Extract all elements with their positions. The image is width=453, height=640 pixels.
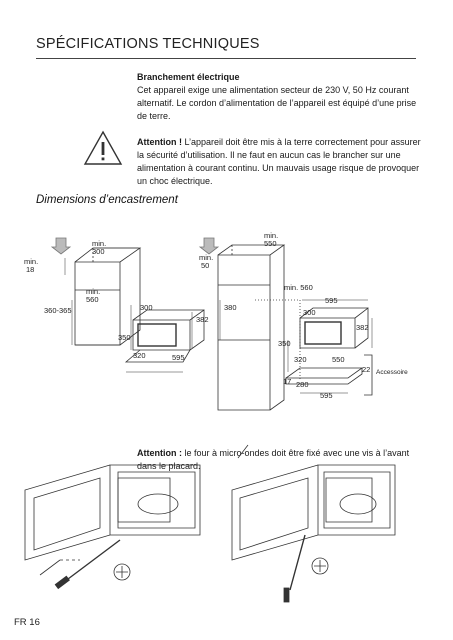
- dim-label: 350: [118, 333, 131, 342]
- warning-body: L’appareil doit être mis à la terre corr…: [137, 137, 421, 186]
- dim-label: min.: [24, 257, 38, 266]
- dim-label: min.: [92, 239, 106, 248]
- dim-label: 50: [201, 261, 209, 270]
- mount-right-oven-drawing: [231, 444, 396, 561]
- dim-label: 550: [264, 239, 277, 248]
- warning-triangle-icon: [83, 130, 123, 165]
- warning-lead: Attention !: [137, 137, 182, 147]
- dim-label: 595: [320, 391, 333, 400]
- screwdriver-icon: [59, 539, 121, 586]
- page-number: FR 16: [14, 617, 40, 628]
- electrical-heading: Branchement électrique: [137, 72, 240, 82]
- mounting-body: le four à micro-ondes doit être fixé ave…: [137, 448, 410, 471]
- dim-label: 350: [278, 339, 291, 348]
- dim-label: 595: [172, 353, 185, 362]
- screw-head-icon: [311, 557, 329, 575]
- insert-arrow-icon: [198, 237, 220, 255]
- dim-label: 300: [140, 303, 153, 312]
- dim-label: 360-365: [44, 306, 72, 315]
- left-microwave-drawing: [124, 309, 205, 363]
- dim-label: 380: [224, 303, 237, 312]
- dim-label: 280: [296, 380, 309, 389]
- dim-label: min.: [199, 253, 213, 262]
- accessory-label: Accessoire: [376, 369, 408, 376]
- dim-label: 17: [283, 377, 291, 386]
- insert-arrow-icon: [50, 237, 72, 255]
- dim-label: 382: [356, 323, 369, 332]
- dim-label: 595: [325, 296, 338, 305]
- electrical-connection-block: Branchement électrique Cet appareil exig…: [137, 71, 422, 123]
- screwdriver-handle-icon: [54, 575, 70, 590]
- dim-label: 550: [332, 355, 345, 364]
- accessory-tray-drawing: [284, 354, 373, 396]
- dim-label: 320: [294, 355, 307, 364]
- warning-block: Attention ! L’appareil doit être mis à l…: [137, 136, 422, 188]
- page-title: SPÉCIFICATIONS TECHNIQUES: [36, 36, 260, 52]
- dim-label: min.: [86, 287, 100, 296]
- dim-label: 22: [362, 365, 370, 374]
- dim-label: min.: [264, 231, 278, 240]
- dim-label: 560: [86, 295, 99, 304]
- dim-label: min. 560: [284, 283, 313, 292]
- dim-label: 320: [133, 351, 146, 360]
- dim-label: 300: [303, 308, 316, 317]
- tall-cabinet-drawing: [217, 244, 301, 411]
- mounting-lead: Attention :: [137, 448, 182, 458]
- screwdriver-handle-icon: [283, 587, 290, 603]
- screw-head-icon: [113, 563, 131, 581]
- left-cabinet-drawing: [74, 247, 142, 346]
- dim-label: 382: [196, 315, 209, 324]
- section-title: Dimensions d’encastrement: [36, 194, 178, 206]
- mounting-note: Attention : le four à micro-ondes doit ê…: [137, 447, 422, 473]
- right-microwave-drawing: [299, 307, 369, 349]
- dim-label: 18: [26, 265, 34, 274]
- dim-label: 300: [92, 247, 105, 256]
- electrical-body: Cet appareil exige une alimentation sect…: [137, 85, 417, 121]
- mount-left-oven-drawing: [24, 464, 201, 576]
- screwdriver-icon: [289, 534, 306, 591]
- header-divider: [36, 58, 416, 59]
